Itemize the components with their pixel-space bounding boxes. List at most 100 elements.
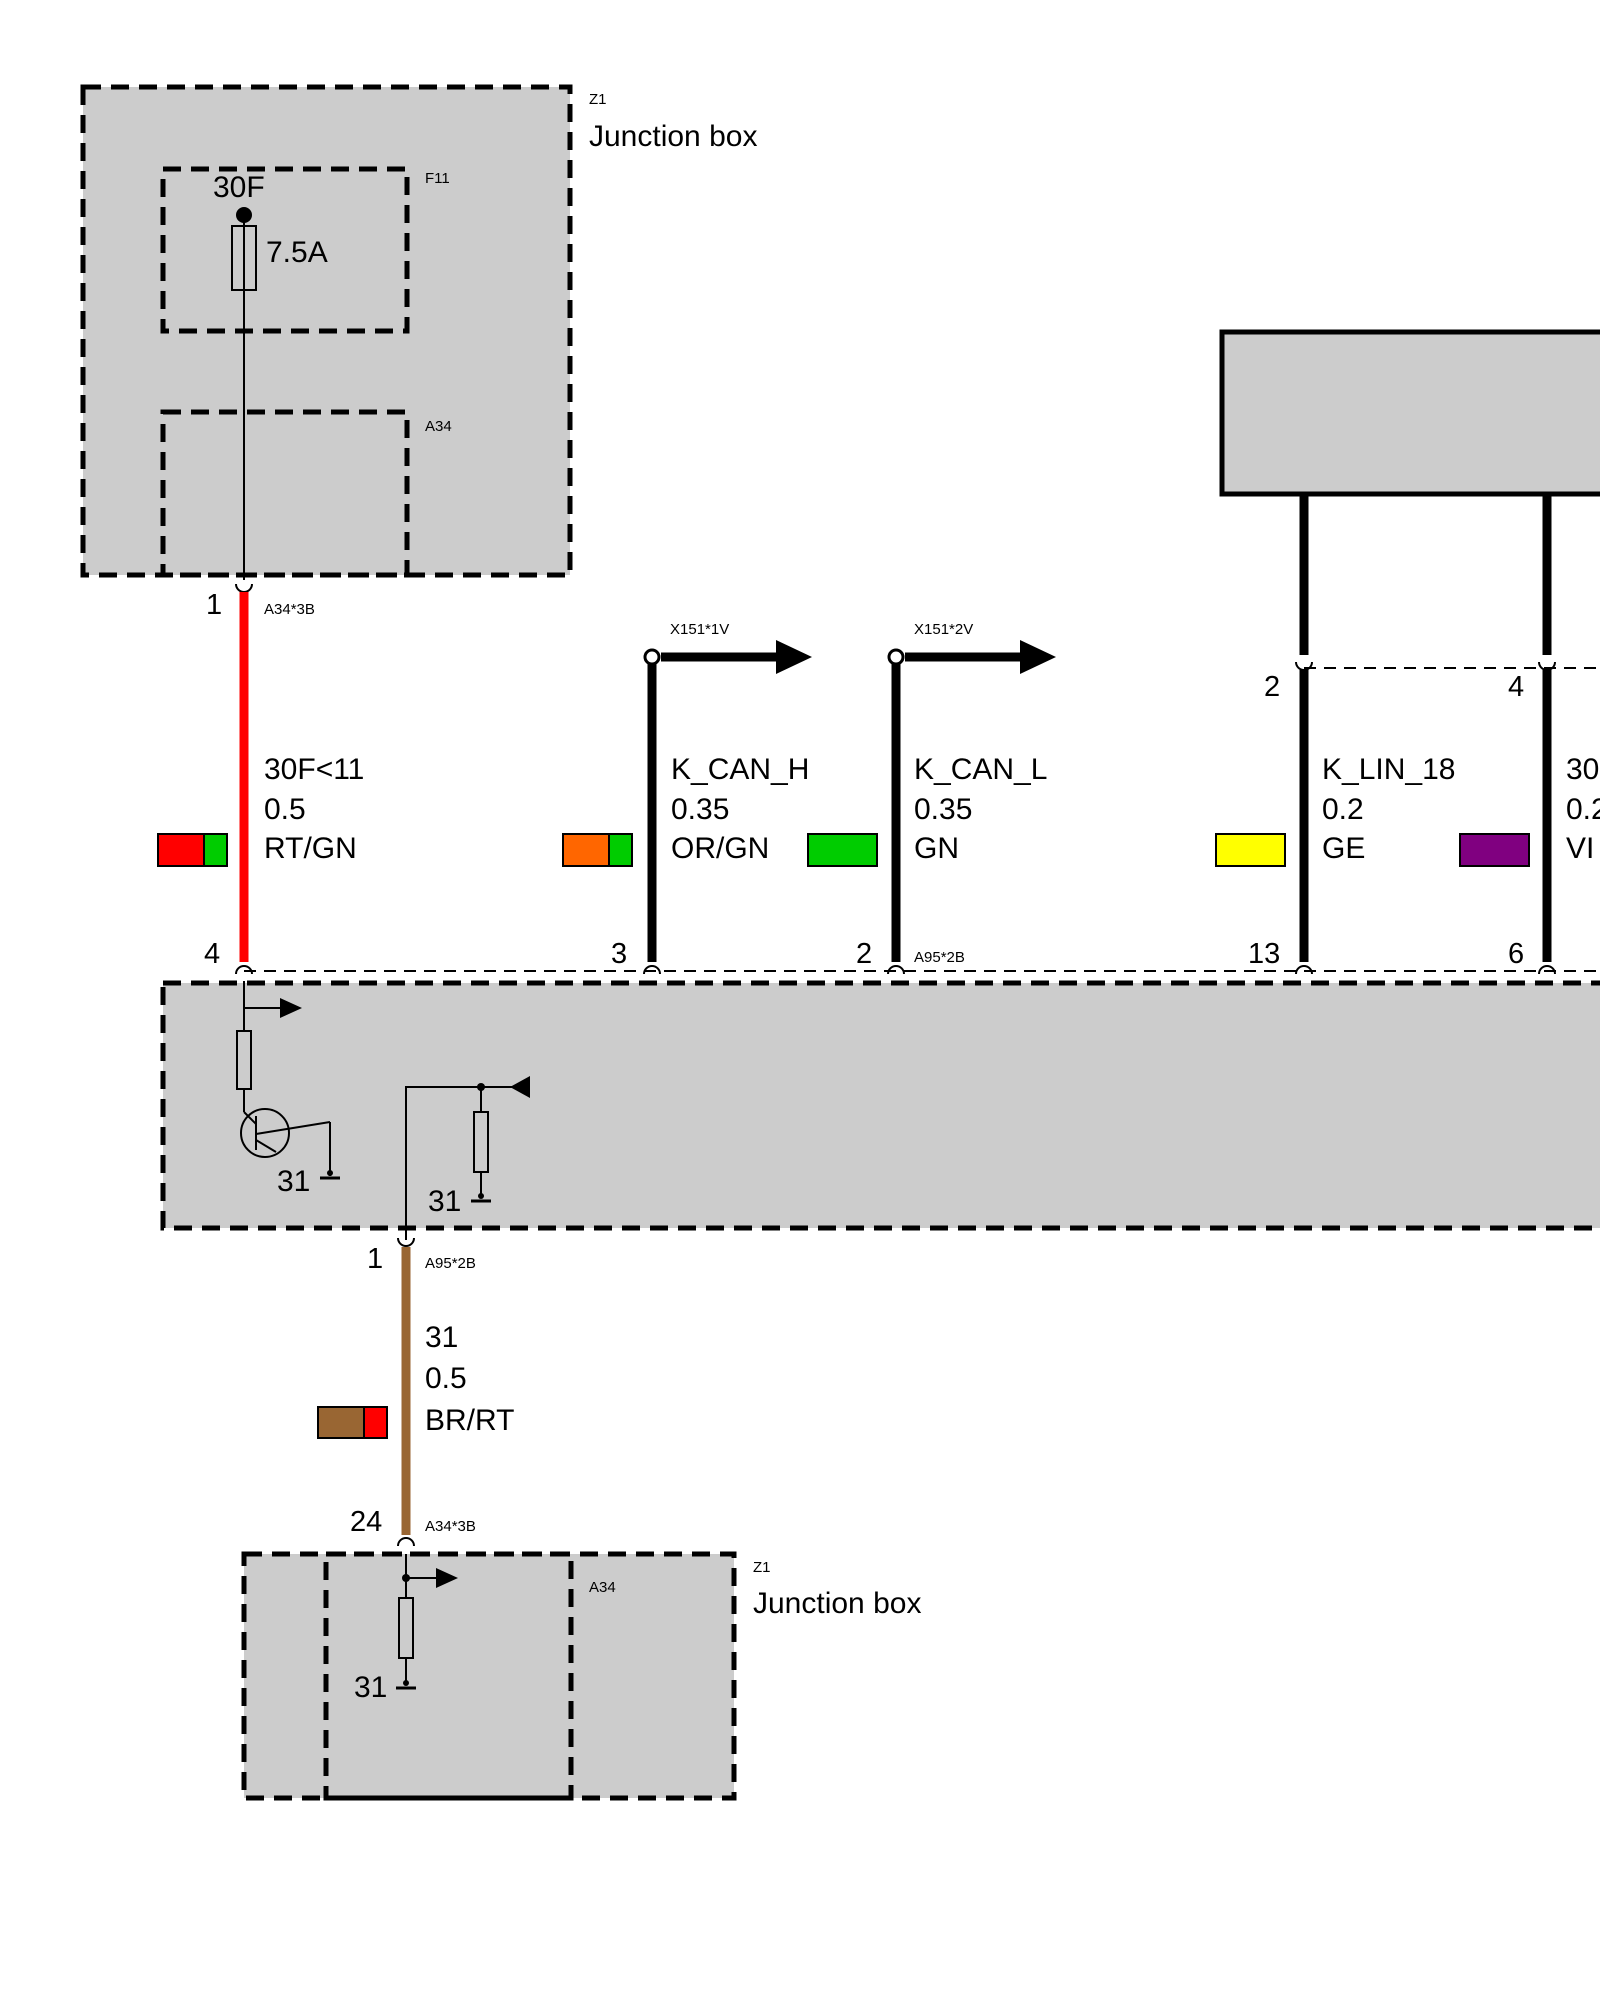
k-can-h-color-code: OR/GN (671, 832, 769, 865)
wire-lin-30: 4 30 0.2 VI 6 (1459, 670, 1600, 970)
main-pin-2-socket (887, 965, 905, 975)
k-can-h-splice-dot (643, 648, 661, 666)
ground-left-dot (327, 1170, 333, 1176)
top-junction-box-title: Junction box (589, 120, 757, 153)
internal-ground-line (405, 1086, 530, 1240)
wire-k-can-h: X151*1V K_CAN_H 0.35 OR/GN 3 (562, 621, 812, 970)
transistor-emitter (255, 1139, 277, 1153)
ground-pin-bottom: 24 (350, 1506, 382, 1538)
k-can-h-signal: K_CAN_H (671, 753, 809, 786)
main-pin-6-socket (1538, 965, 1556, 975)
ground-swatch-stripe (363, 1406, 388, 1439)
bottom-ground-dot (403, 1680, 409, 1686)
wire-k-can-l: X151*2V K_CAN_L 0.35 GN 2 A95*2B (807, 621, 1056, 970)
wire-k-lin: 2 K_LIN_18 0.2 GE 13 (1215, 670, 1455, 970)
main-pin-3-socket (643, 965, 661, 975)
fuse-f11-outline (160, 166, 410, 334)
bottom-junction-box-id: Z1 (753, 1559, 771, 1576)
ground-top-socket (397, 1237, 415, 1247)
k-can-l-connector-bottom: A95*2B (914, 949, 965, 966)
transistor-collector (243, 1111, 257, 1125)
fuse-label: F11 (425, 170, 450, 187)
k-can-l-pin-bottom: 2 (856, 938, 872, 970)
k-can-l-swatch (807, 833, 878, 867)
ground-signal: 31 (425, 1321, 458, 1354)
lin-30-pin-bottom: 6 (1508, 938, 1524, 970)
bottom-ground-label: 31 (354, 1671, 387, 1704)
transistor-icon (240, 1108, 290, 1158)
power-signal: 30F<11 (264, 753, 364, 786)
ground-left-label: 31 (277, 1165, 310, 1198)
transistor-output (255, 1121, 331, 1135)
lin-30-gauge: 0.2 (1566, 793, 1600, 826)
k-lin-gauge: 0.2 (1322, 793, 1364, 826)
power-top-socket (235, 583, 253, 593)
bottom-junction-box-outline (241, 1551, 737, 1801)
k-can-l-signal: K_CAN_L (914, 753, 1047, 786)
k-can-l-gauge: 0.35 (914, 793, 972, 826)
main-pin-4-socket (235, 965, 253, 975)
k-can-h-gauge: 0.35 (671, 793, 729, 826)
ground-connector-top: A95*2B (425, 1255, 476, 1272)
lin-30-pin-top: 4 (1508, 671, 1524, 703)
ground-bottom-socket (397, 1537, 415, 1547)
ground-swatch-main (317, 1406, 365, 1439)
pin-2-socket (1295, 661, 1313, 671)
k-can-h-arrow-icon (776, 640, 812, 674)
pin-4-socket (1538, 661, 1556, 671)
bottom-junction-box-title: Junction box (753, 1587, 921, 1620)
module-a34-outline (160, 409, 410, 578)
bottom-module-a34-outline (323, 1551, 574, 1801)
top-junction-box: Z1 Junction box F11 30F 7.5A A34 (80, 84, 757, 580)
k-lin-swatch (1215, 833, 1286, 867)
lin-30-signal: 30 (1566, 753, 1599, 786)
internal-arrow-icon (510, 1076, 530, 1098)
input-sense-arrow-icon (280, 998, 302, 1018)
k-can-h-pin-bottom: 3 (611, 938, 627, 970)
k-can-l-arrow-icon (1020, 640, 1056, 674)
fuse-rating: 7.5A (266, 236, 328, 269)
lin-module (1219, 329, 1600, 671)
lin-30-swatch (1459, 833, 1530, 867)
main-pin-13-socket (1295, 965, 1313, 975)
bottom-resistor (398, 1597, 414, 1659)
ground-connector-bottom: A34*3B (425, 1518, 476, 1535)
power-gauge: 0.5 (264, 793, 306, 826)
ground-right-label: 31 (428, 1185, 461, 1218)
k-can-l-connector-top: X151*2V (914, 621, 973, 638)
k-can-h-swatch-stripe (608, 833, 633, 867)
bottom-module-a34-label: A34 (589, 1579, 616, 1596)
k-can-h-connector-top: X151*1V (670, 621, 729, 638)
power-pin-top: 1 (206, 589, 222, 621)
k-lin-signal: K_LIN_18 (1322, 753, 1455, 786)
k-can-l-color-code: GN (914, 832, 959, 865)
bottom-sense-arrow-icon (436, 1568, 458, 1588)
fuse-terminal-label: 30F (213, 171, 265, 204)
wire-ground: 1 A95*2B 31 0.5 BR/RT 24 A34*3B (317, 1237, 514, 1547)
lin-module-outline (1219, 329, 1600, 497)
k-can-l-splice-dot (887, 648, 905, 666)
main-module: 31 31 (160, 965, 1600, 1240)
power-color-code: RT/GN (264, 832, 357, 865)
k-lin-color-code: GE (1322, 832, 1365, 865)
main-module-outline (160, 980, 1600, 1231)
power-swatch-main (157, 833, 205, 867)
module-a34-label: A34 (425, 418, 452, 435)
k-can-h-swatch-main (562, 833, 610, 867)
ground-gauge: 0.5 (425, 1362, 467, 1395)
ground-pin-top: 1 (367, 1243, 383, 1275)
power-swatch-stripe (203, 833, 228, 867)
k-lin-pin-top: 2 (1264, 671, 1280, 703)
internal-resistor (473, 1111, 489, 1173)
k-lin-pin-bottom: 13 (1248, 938, 1280, 970)
wire-power: 1 A34*3B 30F<11 0.5 RT/GN 4 (157, 583, 364, 970)
ground-right-dot (478, 1193, 484, 1199)
input-resistor (236, 1030, 252, 1090)
top-junction-box-id: Z1 (589, 91, 607, 108)
lin-30-color-code: VI (1566, 832, 1594, 865)
ground-color-code: BR/RT (425, 1404, 514, 1437)
power-pin-bottom: 4 (204, 938, 220, 970)
bottom-junction-box: A34 Z1 Junction box 31 (241, 1551, 921, 1801)
power-connector-top: A34*3B (264, 601, 315, 618)
